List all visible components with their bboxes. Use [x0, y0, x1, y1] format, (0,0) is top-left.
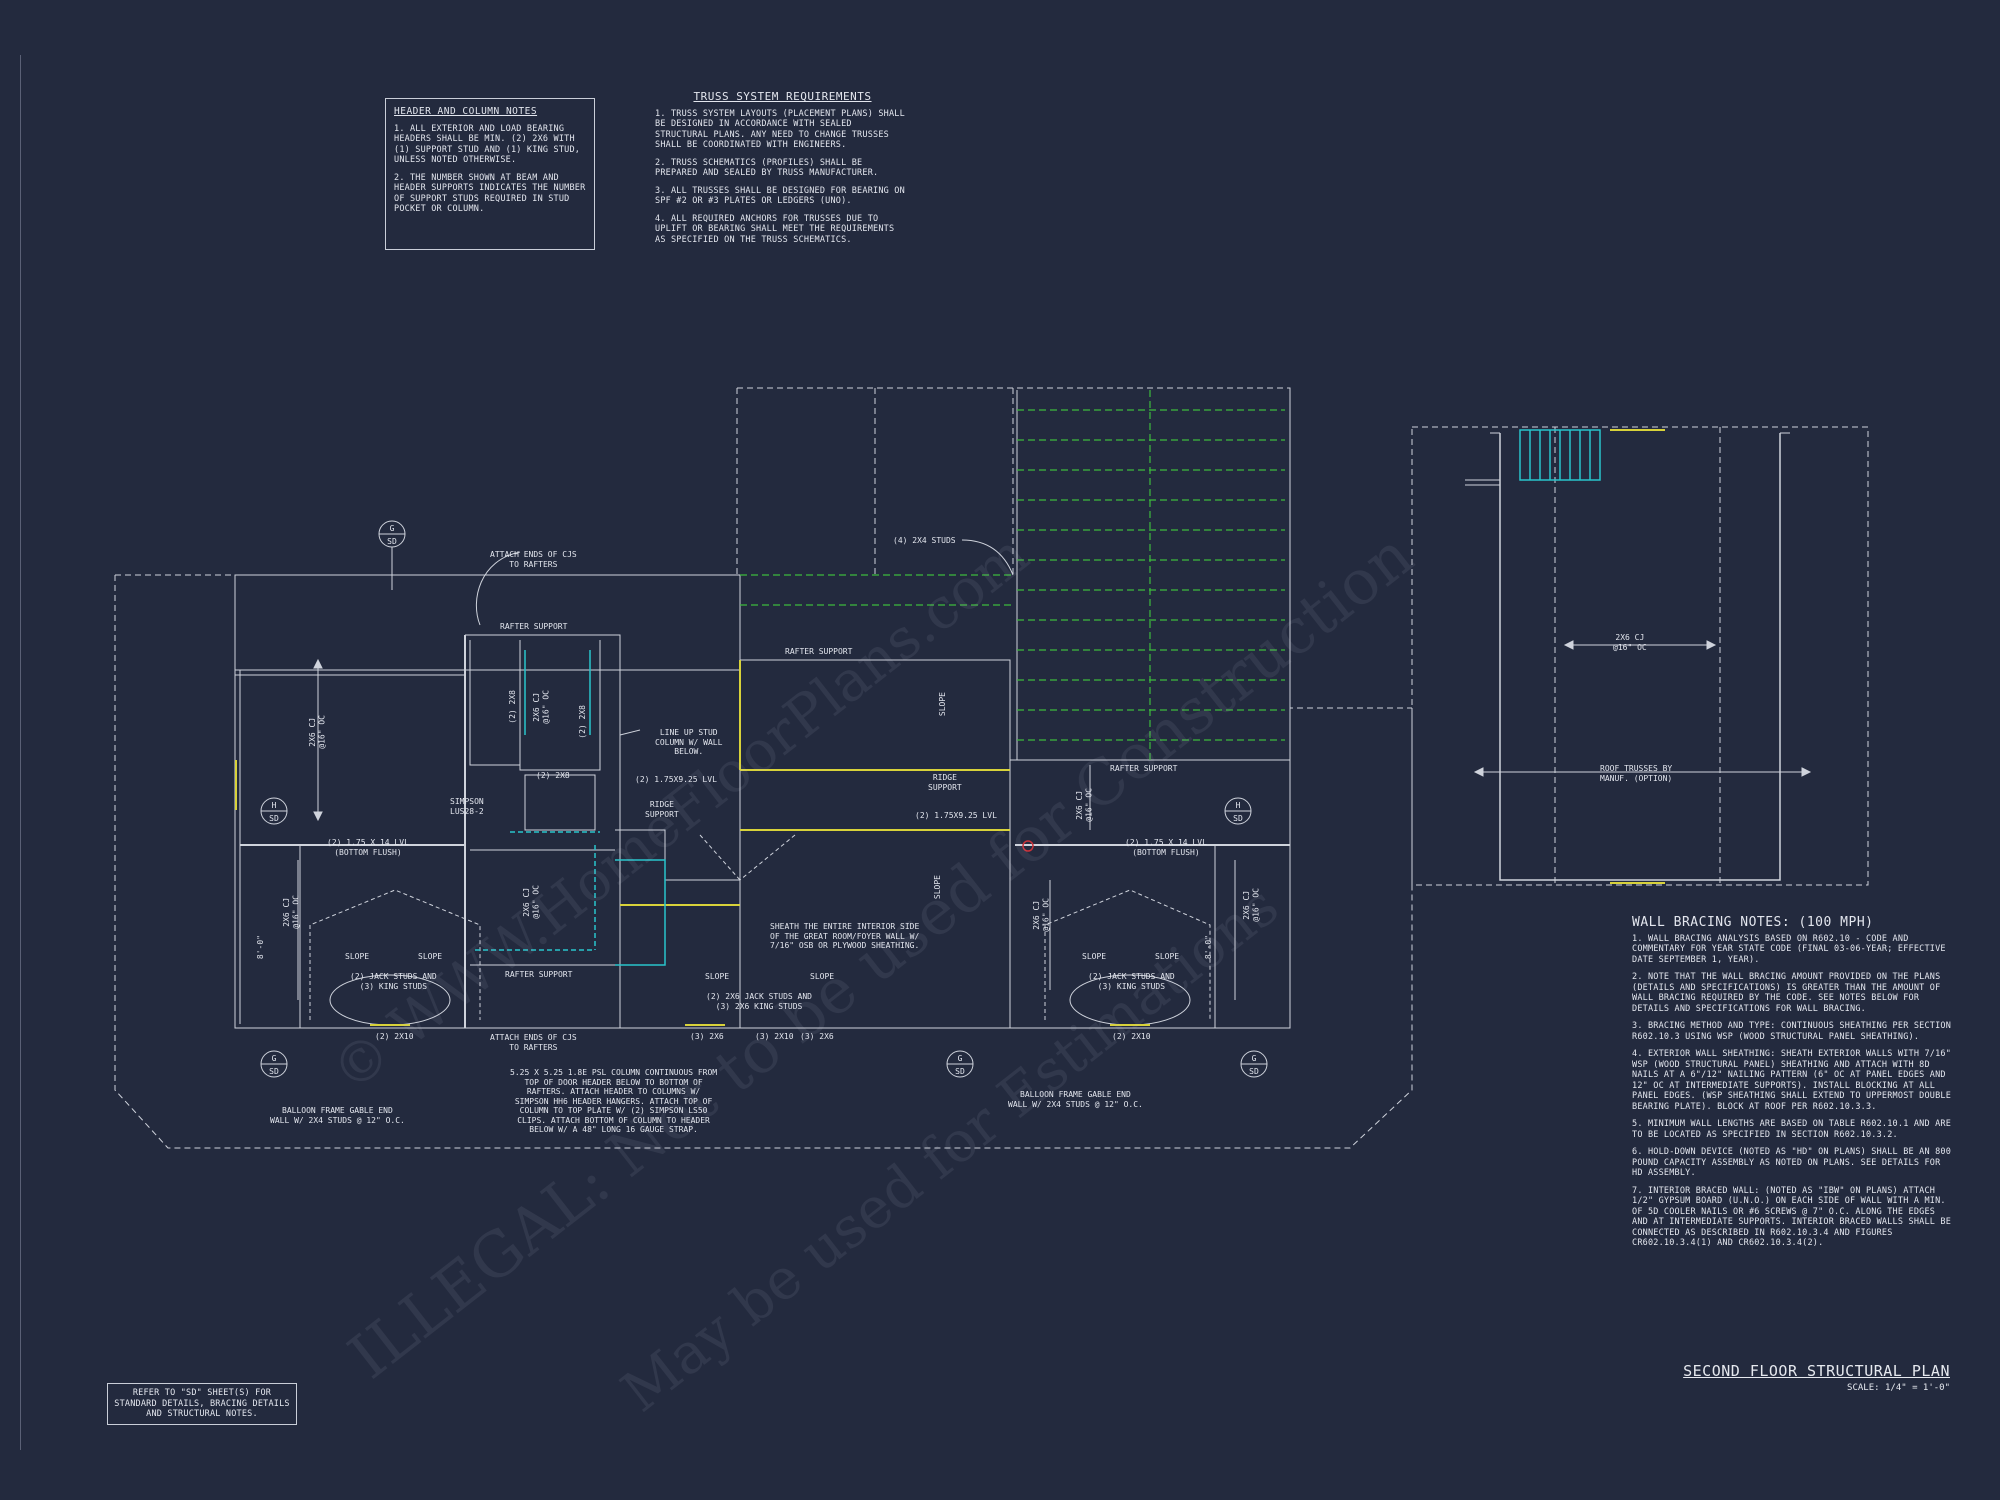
label-balloon-right: BALLOON FRAME GABLE END WALL W/ 2X4 STUD…: [1008, 1090, 1143, 1109]
label-rafter-support-4: RAFTER SUPPORT: [505, 970, 573, 979]
header-column-notes: HEADER AND COLUMN NOTES 1. ALL EXTERIOR …: [385, 98, 595, 250]
header-note-2: 2. THE NUMBER SHOWN AT BEAM AND HEADER S…: [394, 172, 586, 215]
label-hdr-3-2x6-c: (3) 2X6: [800, 1032, 834, 1041]
truss-note-2: 2. TRUSS SCHEMATICS (PROFILES) SHALL BE …: [655, 157, 879, 179]
label-cj-v-left: 2X6 CJ @16" OC: [282, 895, 301, 929]
bracing-note-1: 1. WALL BRACING ANALYSIS BASED ON R602.1…: [1632, 933, 1946, 965]
label-hdr-2x8-v2: (2) 2X8: [578, 705, 587, 739]
label-line-up-stud: LINE UP STUD COLUMN W/ WALL BELOW.: [655, 728, 723, 756]
label-cj-v-right: 2X6 CJ @16" OC: [1032, 898, 1051, 932]
label-slope-6: SLOPE: [810, 972, 835, 981]
label-hdr-2x8: (2) 2X8: [536, 771, 570, 780]
label-hdr-3-2x10: (3) 2X10: [755, 1032, 794, 1041]
label-rafter-support-1: RAFTER SUPPORT: [500, 622, 568, 631]
label-lvl-1: (2) 1.75X9.25 LVL: [635, 775, 717, 784]
label-rafter-support-3: RAFTER SUPPORT: [1110, 764, 1178, 773]
label-4-2x4-studs: (4) 2X4 STUDS: [893, 536, 956, 545]
label-lvl14-right: (2) 1.75 X 14 LVL (BOTTOM FLUSH): [1125, 838, 1207, 857]
label-lvl-2: (2) 1.75X9.25 LVL: [915, 811, 997, 820]
truss-note-1: 1. TRUSS SYSTEM LAYOUTS (PLACEMENT PLANS…: [655, 108, 905, 151]
bracing-note-5: 5. MINIMUM WALL LENGTHS ARE BASED ON TAB…: [1632, 1119, 1952, 1140]
sheet-border-line: [20, 55, 21, 1450]
marker-4-bottom: SD: [269, 1067, 279, 1076]
label-balloon-left: BALLOON FRAME GABLE END WALL W/ 2X4 STUD…: [270, 1106, 405, 1125]
label-ridge-support-2: RIDGE SUPPORT: [928, 773, 962, 792]
label-hdr-2x8-v1: (2) 2X8: [508, 690, 517, 724]
wall-bracing-notes: WALL BRACING NOTES: (100 MPH) 1. WALL BR…: [1632, 915, 1952, 1256]
marker-6-bottom: SD: [1249, 1067, 1259, 1076]
marker-5-bottom: SD: [955, 1067, 965, 1076]
label-cj-left: 2X6 CJ @16" OC: [308, 715, 327, 749]
bracing-note-6: 6. HOLD-DOWN DEVICE (NOTED AS "HD" ON PL…: [1632, 1147, 1952, 1178]
marker-2-bottom: SD: [269, 814, 279, 823]
label-roof-trusses: ROOF TRUSSES BY MANUF. (OPTION): [1600, 764, 1673, 783]
label-attach-cjs-top: ATTACH ENDS OF CJS TO RAFTERS: [490, 550, 577, 569]
bracing-note-4: 4. EXTERIOR WALL SHEATHING: SHEATH EXTER…: [1632, 1049, 1952, 1112]
marker-1-bottom: SD: [387, 537, 397, 546]
label-slope-4: SLOPE: [1155, 952, 1180, 961]
label-ridge-support-1: RIDGE SUPPORT: [645, 800, 679, 819]
marker-5-top: G: [958, 1054, 963, 1063]
header-note-1: 1. ALL EXTERIOR AND LOAD BEARING HEADERS…: [394, 123, 581, 166]
label-jack-mid: (2) 2X6 JACK STUDS AND (3) 2X6 KING STUD…: [706, 992, 812, 1011]
marker-6-top: G: [1252, 1054, 1257, 1063]
label-slope-1: SLOPE: [345, 952, 370, 961]
truss-note-4: 4. ALL REQUIRED ANCHORS FOR TRUSSES DUE …: [655, 213, 895, 245]
label-slope-3: SLOPE: [1082, 952, 1107, 961]
truss-requirements-title: TRUSS SYSTEM REQUIREMENTS: [693, 90, 872, 103]
truss-note-3: 3. ALL TRUSSES SHALL BE DESIGNED FOR BEA…: [655, 185, 905, 207]
label-slope-2: SLOPE: [418, 952, 443, 961]
wall-bracing-title: WALL BRACING NOTES: (100 MPH): [1632, 915, 1874, 930]
header-column-notes-title: HEADER AND COLUMN NOTES: [394, 106, 538, 117]
label-psl-note: 5.25 X 5.25 1.8E PSL COLUMN CONTINUOUS F…: [510, 1068, 718, 1134]
label-jack-left: (2) JACK STUDS AND (3) KING STUDS: [350, 972, 437, 991]
label-hdr-3-2x6-a: (3) 2X6: [690, 1032, 724, 1041]
sheet-scale: SCALE: 1/4" = 1'-0": [1847, 1383, 1950, 1393]
label-jack-right: (2) JACK STUDS AND (3) KING STUDS: [1088, 972, 1175, 991]
sheet-title: SECOND FLOOR STRUCTURAL PLAN: [1683, 1362, 1950, 1380]
label-hdr-2x10-b: (2) 2X10: [1112, 1032, 1151, 1041]
label-lvl14-left: (2) 1.75 X 14 LVL (BOTTOM FLUSH): [327, 838, 409, 857]
truss-requirements: TRUSS SYSTEM REQUIREMENTS 1. TRUSS SYSTE…: [655, 90, 910, 252]
label-slope-5: SLOPE: [705, 972, 730, 981]
label-hdr-2x10-a: (2) 2X10: [375, 1032, 414, 1041]
label-slope-v1: SLOPE: [938, 692, 947, 717]
bracing-note-3: 3. BRACING METHOD AND TYPE: CONTINUOUS S…: [1632, 1021, 1952, 1042]
sheet-title-block: SECOND FLOOR STRUCTURAL PLAN SCALE: 1/4"…: [1600, 1362, 1950, 1393]
refer-note: REFER TO "SD" SHEET(S) FOR STANDARD DETA…: [107, 1383, 297, 1425]
bracing-note-2: 2. NOTE THAT THE WALL BRACING AMOUNT PRO…: [1632, 972, 1941, 1014]
label-cj-bath: 2X6 CJ @16" OC: [532, 690, 551, 724]
marker-1-top: G: [390, 524, 395, 533]
marker-3-bottom: SD: [1233, 814, 1243, 823]
label-dim-8ft-left: 8'-0": [256, 935, 265, 960]
label-sheath-note: SHEATH THE ENTIRE INTERIOR SIDE OF THE G…: [770, 922, 920, 950]
marker-4-top: G: [272, 1054, 277, 1063]
bracing-note-7: 7. INTERIOR BRACED WALL: (NOTED AS "IBW"…: [1632, 1185, 1952, 1249]
label-simpson: SIMPSON LUS28-2: [450, 797, 484, 816]
label-attach-cjs-bottom: ATTACH ENDS OF CJS TO RAFTERS: [490, 1033, 577, 1052]
label-rafter-support-2: RAFTER SUPPORT: [785, 647, 853, 656]
marker-3-top: H: [1236, 801, 1241, 810]
label-cj-garage: 2X6 CJ @16" OC: [1613, 633, 1647, 652]
marker-2-top: H: [272, 801, 277, 810]
